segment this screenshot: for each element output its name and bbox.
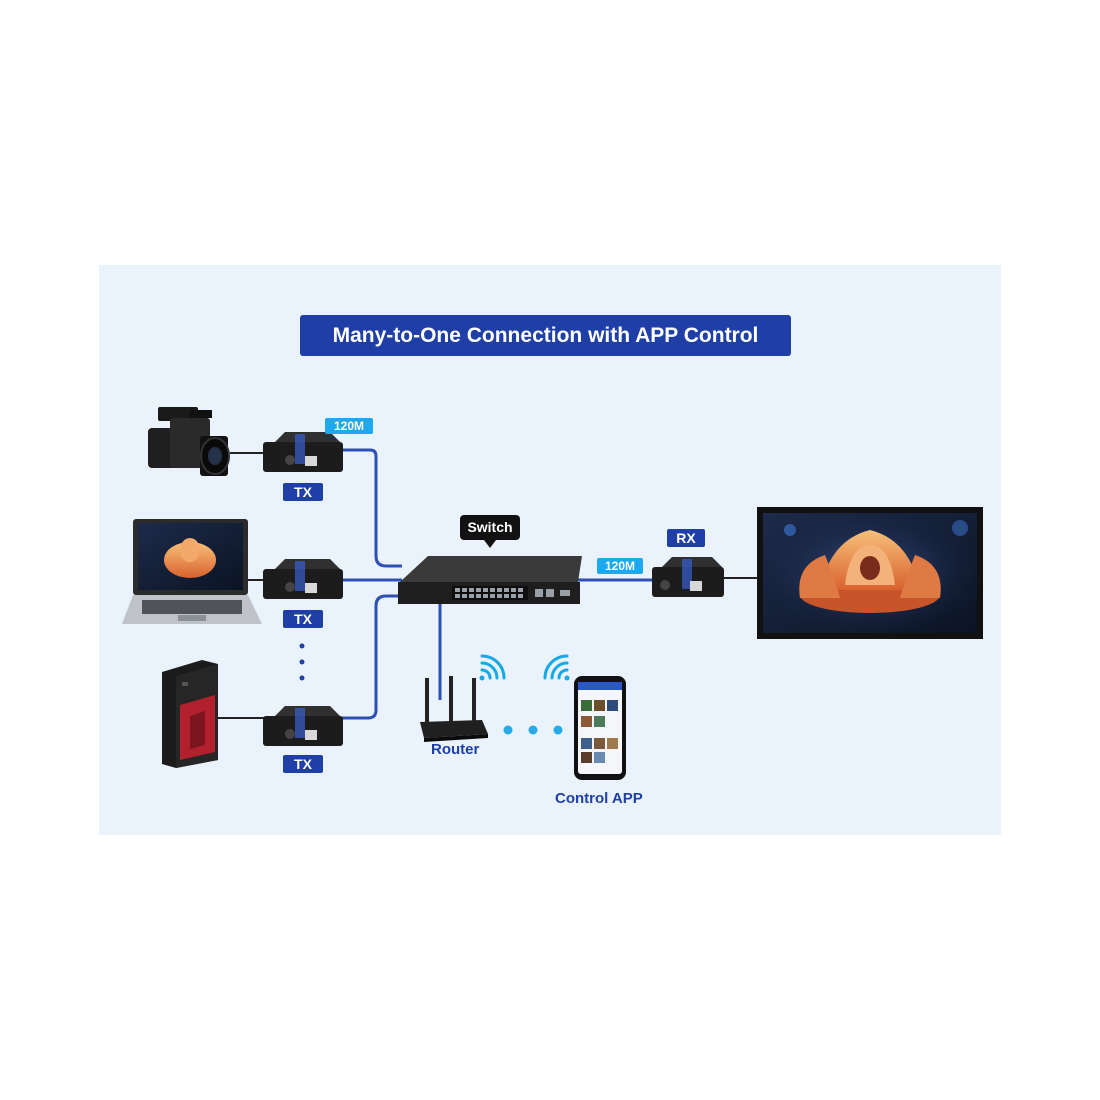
- tx-label-3: TX: [283, 755, 323, 773]
- smartphone-icon: [574, 676, 626, 780]
- wifi-icon: [543, 654, 570, 681]
- diagram-title: Many-to-One Connection with APP Control: [300, 315, 791, 356]
- hdmi-extender-icon: [263, 432, 343, 472]
- rx-label: RX: [667, 529, 705, 547]
- cables: [340, 448, 655, 720]
- tx-label-2: TX: [283, 610, 323, 628]
- laptop-icon: [122, 519, 262, 624]
- router-icon: [420, 676, 488, 742]
- ellipsis-dots: [299, 643, 305, 681]
- control-app-label: Control APP: [555, 790, 643, 807]
- bandwidth-tag-right: 120M: [597, 558, 643, 574]
- router-label: Router: [431, 741, 480, 758]
- camcorder-icon: [148, 407, 230, 476]
- switch-label: Switch: [460, 515, 520, 548]
- hdmi-extender-icon: [652, 557, 724, 597]
- desktop-tower-icon: [162, 660, 218, 768]
- hdmi-extender-icon: [263, 559, 343, 599]
- connection-dots: [503, 725, 563, 735]
- hdmi-extender-icon: [263, 706, 343, 746]
- cable-tx1-switch: [340, 448, 402, 568]
- tx-label-1: TX: [283, 483, 323, 501]
- tv-display-icon: [757, 507, 983, 639]
- cable-tx3-switch: [340, 594, 402, 720]
- bandwidth-tag-left: 120M: [325, 418, 373, 434]
- network-switch-icon: [398, 556, 582, 604]
- lotus-flower: [799, 530, 941, 613]
- wifi-icon: [479, 654, 506, 681]
